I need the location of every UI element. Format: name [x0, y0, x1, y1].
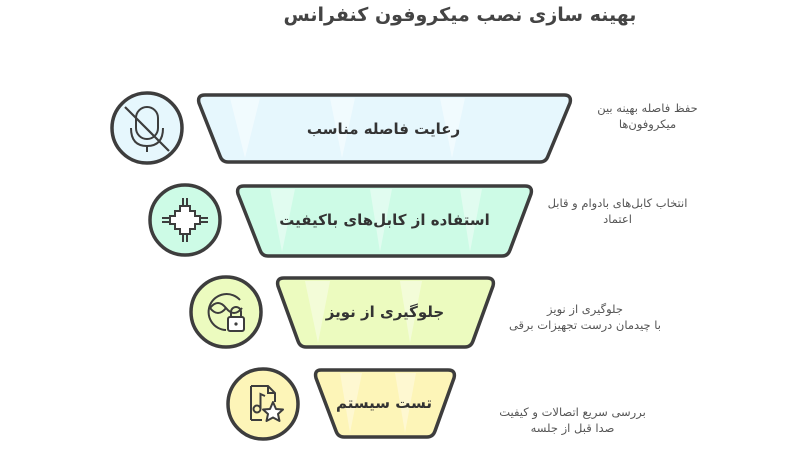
stage-3-description: جلوگیری از نویز با چیدمان درست تجهیزات ب… [505, 301, 665, 333]
stage-1-label: رعایت فاصله مناسب [306, 120, 461, 138]
stage-3-description-line-1: جلوگیری از نویز [547, 302, 623, 316]
stage-3-description-line-2: با چیدمان درست تجهیزات برقی [508, 318, 662, 332]
stage-4-description: بررسی سریع اتصالات و کیفیت صدا قبل از جل… [490, 404, 655, 436]
noise-lock-icon [189, 275, 263, 349]
stage-4-description-line-2: صدا قبل از جلسه [530, 421, 615, 435]
stage-2 [148, 183, 534, 258]
stage-2-description: انتخاب کابل‌های بادوام و قابل اعتماد [540, 195, 695, 227]
stage-4-description-line-1: بررسی سریع اتصالات و کیفیت [499, 405, 646, 419]
stage-1-description: حفظ فاصله بهینه بین میکروفون‌ها [585, 100, 710, 132]
stage-3 [189, 275, 496, 349]
stage-4 [226, 367, 457, 441]
stage-3-label: جلوگیری از نویز [325, 303, 445, 321]
stage-2-description-line-2: اعتماد [603, 212, 632, 226]
stage-1-description-line-2: میکروفون‌ها [618, 117, 677, 131]
audio-file-star-icon [226, 367, 300, 441]
stage-1 [110, 91, 573, 165]
diagram-title: بهینه سازی نصب میکروفون کنفرانس [283, 4, 637, 26]
stage-4-label: تست سیستم [335, 394, 432, 412]
stage-2-description-line-1: انتخاب کابل‌های بادوام و قابل [547, 196, 688, 210]
stage-2-label: استفاده از کابل‌های باکیفیت [279, 211, 490, 229]
stage-1-description-line-1: حفظ فاصله بهینه بین [597, 101, 698, 115]
circuit-cable-icon [148, 183, 222, 257]
stage-2-trapezoid [235, 184, 534, 258]
stage-4-trapezoid [313, 368, 457, 439]
microphone-off-icon [110, 91, 184, 165]
stage-3-trapezoid [275, 276, 496, 349]
stage-1-trapezoid [196, 93, 573, 164]
